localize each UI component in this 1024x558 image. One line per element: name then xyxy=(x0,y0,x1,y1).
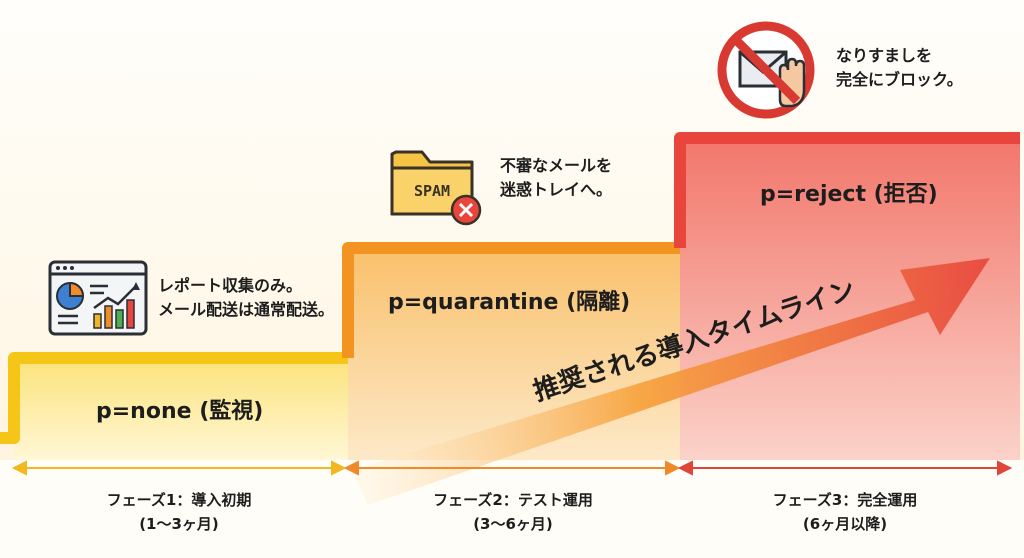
phase-3-span xyxy=(677,460,1013,476)
step-3-note-line-1: なりすましを xyxy=(836,46,933,65)
step-2-note-line-1: 不審なメールを xyxy=(500,156,613,175)
step-1-block xyxy=(14,358,348,460)
phase-1: フェーズ1：導入初期 (1〜3ヶ月) xyxy=(14,488,344,536)
step-1-edge xyxy=(0,352,348,444)
phase-2-duration: (3〜6ヶ月) xyxy=(473,515,553,533)
step-2-note: 不審なメールを 迷惑トレイへ。 xyxy=(500,154,612,202)
phase-1-duration: (1〜3ヶ月) xyxy=(139,515,219,533)
phase-1-title: フェーズ1：導入初期 xyxy=(106,491,252,509)
step-1-note-line-1: レポート収集のみ。 xyxy=(158,276,303,295)
step-3-note-line-2: 完全にブロック。 xyxy=(836,70,963,89)
step-3-note: なりすましを 完全にブロック。 xyxy=(836,44,963,92)
spam-folder-label: SPAM xyxy=(414,182,450,200)
step-3-edge xyxy=(674,132,1020,248)
phase-2-title: フェーズ2：テスト運用 xyxy=(433,491,593,509)
step-2-label: p=quarantine (隔離) xyxy=(388,290,631,315)
phase-3: フェーズ3：完全運用 (6ヶ月以降) xyxy=(680,488,1010,536)
phase-3-title: フェーズ3：完全運用 xyxy=(772,491,918,509)
step-3-label: p=reject (拒否) xyxy=(760,182,938,207)
phase-2-span xyxy=(343,460,681,476)
step-1-note: レポート収集のみ。 メール配送は通常配送。 xyxy=(158,274,334,322)
phase-3-duration: (6ヶ月以降) xyxy=(802,515,888,533)
blocked-mail-icon xyxy=(717,21,815,119)
step-1-note-line-2: メール配送は通常配送。 xyxy=(158,300,335,319)
step-1-label: p=none (監視) xyxy=(96,399,264,424)
step-2-edge xyxy=(342,242,680,358)
spam-folder-icon: SPAM xyxy=(390,150,482,226)
report-dashboard-icon xyxy=(48,260,148,336)
timeline-arrow xyxy=(352,258,990,505)
phase-1-span xyxy=(11,460,347,476)
phase-2: フェーズ2：テスト運用 (3〜6ヶ月) xyxy=(348,488,678,536)
step-2-note-line-2: 迷惑トレイへ。 xyxy=(500,180,613,199)
